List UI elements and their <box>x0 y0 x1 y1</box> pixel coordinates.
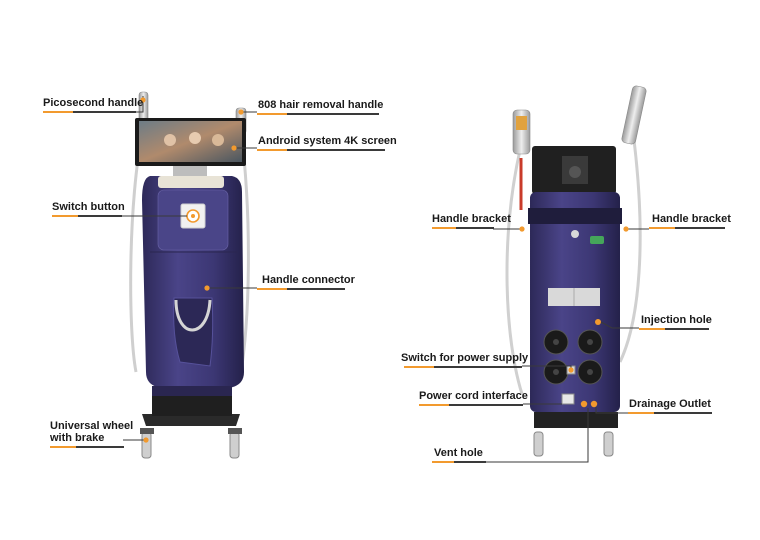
front-base-lower <box>152 396 232 416</box>
screen-neck <box>173 166 207 176</box>
label-handle-connector: Handle connector <box>262 274 355 286</box>
wheel-mount <box>228 428 242 434</box>
label-drainage-outlet: Drainage Outlet <box>629 398 711 410</box>
drain-port-graphic-2 <box>580 400 588 408</box>
leader-vent <box>486 408 589 463</box>
front-machine <box>129 91 250 459</box>
screen-mount-hub <box>569 166 581 178</box>
underline <box>404 366 522 368</box>
underline <box>639 328 709 330</box>
underline <box>432 461 486 463</box>
power-cord-graphic <box>561 393 575 405</box>
connector-cable <box>174 299 212 332</box>
label-power-cord: Power cord interface <box>419 390 528 402</box>
injection-hole-graphic <box>595 319 601 325</box>
underline <box>52 215 122 217</box>
screen-face <box>212 134 224 146</box>
back-machine <box>505 85 647 457</box>
underline <box>257 149 385 151</box>
handle-connector-graphic <box>173 297 214 367</box>
leader-dots <box>140 97 629 443</box>
label-power-switch: Switch for power supply <box>401 352 529 364</box>
label-screen: Android system 4K screen <box>258 135 397 147</box>
green-sticker <box>590 236 604 244</box>
screen-face <box>164 134 176 146</box>
back-handle-right <box>621 85 647 145</box>
leader-drainage <box>595 407 628 414</box>
label-handle-bracket-right: Handle bracket <box>652 213 731 225</box>
front-panel-top <box>158 176 224 188</box>
front-wheel-frame <box>142 414 240 426</box>
underline <box>257 288 345 290</box>
underline <box>649 227 725 229</box>
back-base <box>534 412 618 428</box>
label-808-handle: 808 hair removal handle <box>258 99 384 111</box>
label-handle-bracket-left: Handle bracket <box>432 213 511 225</box>
back-cable-right <box>618 139 642 363</box>
wheel-right <box>229 431 240 459</box>
underline <box>432 227 494 229</box>
underline <box>43 111 136 113</box>
wheel-left <box>141 431 152 459</box>
underline <box>419 404 523 406</box>
label-injection-hole: Injection hole <box>641 314 712 326</box>
back-wheel-left <box>533 431 544 457</box>
warning-sticker <box>571 230 579 238</box>
underline <box>257 113 379 115</box>
drain-port-graphic <box>590 400 598 408</box>
label-vent-hole: Vent hole <box>434 447 483 459</box>
leader-injection <box>600 321 639 329</box>
underline <box>50 446 124 448</box>
wheel-mount <box>140 428 154 434</box>
label-wheel-line1: Universal wheel <box>50 420 134 432</box>
front-cable-left <box>129 129 145 373</box>
back-cable-left <box>505 149 524 395</box>
back-top-lip <box>528 208 622 224</box>
screen-face <box>189 132 201 144</box>
label-picosecond-handle: Picosecond handle <box>43 97 144 109</box>
label-switch-button: Switch button <box>52 201 125 213</box>
handle-tip <box>516 116 527 130</box>
front-base <box>152 386 232 396</box>
switch-dot <box>191 214 195 218</box>
label-wheel-line2: with brake <box>50 432 105 444</box>
underline <box>628 412 712 414</box>
back-wheel-right <box>603 431 614 457</box>
